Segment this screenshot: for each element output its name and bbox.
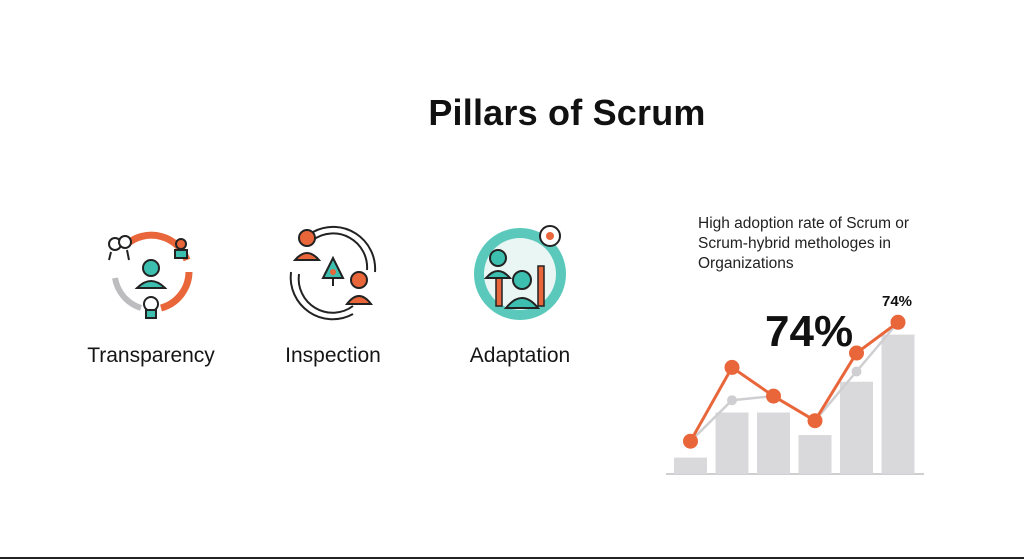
pillar-label: Inspection bbox=[285, 344, 381, 367]
chart-bar bbox=[674, 457, 707, 474]
chart-point-primary bbox=[683, 433, 698, 449]
chart-series-line-primary bbox=[689, 321, 899, 442]
pillar-inspection: Inspection bbox=[248, 222, 418, 368]
chart-bar bbox=[757, 412, 790, 474]
chart-bar bbox=[881, 334, 915, 474]
chart-point-primary bbox=[766, 388, 781, 404]
adoption-chart: High adoption rate of Scrum or Scrum-hyb… bbox=[660, 210, 960, 490]
inspection-cycle-icon bbox=[289, 225, 377, 321]
pillar-label: Adaptation bbox=[469, 344, 571, 367]
adoption-chart-plot: 74% 74% bbox=[666, 293, 924, 475]
team-circle-icon bbox=[108, 231, 193, 319]
chart-point-primary bbox=[849, 345, 864, 361]
pillar-adaptation: Adaptation bbox=[435, 222, 605, 368]
chart-caption: High adoption rate of Scrum or Scrum-hyb… bbox=[698, 215, 910, 272]
chart-point-secondary bbox=[851, 366, 862, 377]
chart-bar bbox=[840, 381, 873, 474]
chart-bar bbox=[715, 412, 749, 474]
adaptation-growth-icon bbox=[474, 225, 566, 320]
chart-point-secondary bbox=[727, 395, 737, 406]
chart-point-primary bbox=[890, 314, 906, 330]
chart-end-label: 74% bbox=[882, 293, 912, 310]
chart-highlight-label: 74% bbox=[765, 307, 853, 356]
bottom-rule bbox=[0, 557, 1024, 559]
chart-bar bbox=[798, 435, 832, 474]
pillar-transparency: Transparency bbox=[66, 222, 236, 368]
chart-point-primary bbox=[807, 413, 823, 429]
pillar-label: Transparency bbox=[87, 344, 215, 367]
slide-title: Pillars of Scrum bbox=[428, 92, 706, 133]
chart-point-primary bbox=[724, 359, 740, 375]
